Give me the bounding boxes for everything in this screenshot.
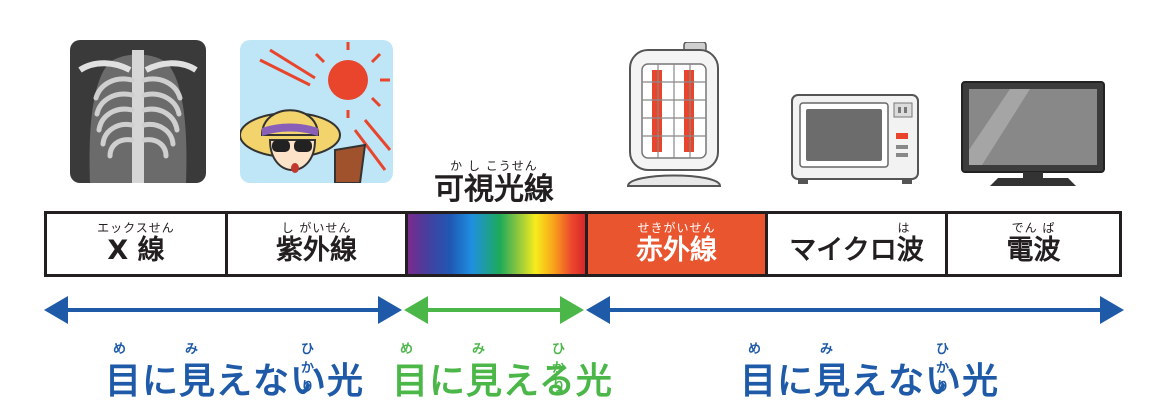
heater-icon	[626, 42, 722, 187]
band-ultraviolet-label: 紫外線	[276, 234, 357, 266]
band-xray-label: X 線	[107, 234, 165, 266]
band-ultraviolet: し がいせん 紫外線	[228, 214, 408, 274]
band-visible-rainbow	[408, 214, 588, 274]
ruby-me: め	[113, 342, 127, 357]
band-infrared-ruby: せきがいせん	[637, 220, 716, 235]
caption-text: 目に見える光	[392, 361, 613, 402]
microwave-icon	[791, 94, 919, 184]
band-infrared-label: 赤外線	[636, 234, 717, 266]
band-radio-ruby: でん ぱ	[1011, 220, 1056, 235]
visible-light-text: 可視光線	[434, 172, 554, 207]
band-microwave: は マイクロ波	[768, 214, 948, 274]
ruby-me: め	[748, 342, 762, 357]
band-radio: でん ぱ 電波	[948, 214, 1119, 274]
ruby-hikari: ひかり	[301, 342, 315, 395]
left-invisible-arrow	[44, 296, 402, 324]
right-invisible-arrow	[586, 296, 1124, 324]
ruby-mi: み	[820, 342, 834, 357]
band-xray: エックスせん X 線	[47, 214, 228, 274]
ruby-mi: み	[472, 342, 486, 357]
ruby-hikari: ひかり	[936, 342, 950, 395]
band-radio-label: 電波	[1006, 234, 1061, 266]
ruby-hikari: ひかり	[552, 342, 566, 395]
ruby-me: め	[400, 342, 414, 357]
band-microwave-label: マイクロ波	[789, 234, 924, 266]
band-infrared: せきがいせん 赤外線	[588, 214, 768, 274]
visible-arrow	[404, 296, 584, 324]
caption-text: 目に見えない光	[105, 361, 365, 402]
caption-text: 目に見えない光	[740, 361, 1000, 402]
xray-icon	[70, 40, 206, 183]
sun-person-icon	[240, 40, 393, 183]
band-xray-ruby: エックスせん	[97, 220, 175, 235]
tv-icon	[961, 81, 1105, 186]
band-microwave-ruby: は	[897, 220, 911, 235]
band-ultraviolet-ruby: し がいせん	[281, 220, 352, 235]
visible-light-label: か し こうせん 可視光線	[405, 160, 583, 207]
spectrum-bar: エックスせん X 線 し がいせん 紫外線 せきがいせん 赤外線 は マイクロ波…	[44, 211, 1122, 277]
ruby-mi: み	[185, 342, 199, 357]
visible-light-ruby: か し こうせん	[450, 159, 538, 173]
